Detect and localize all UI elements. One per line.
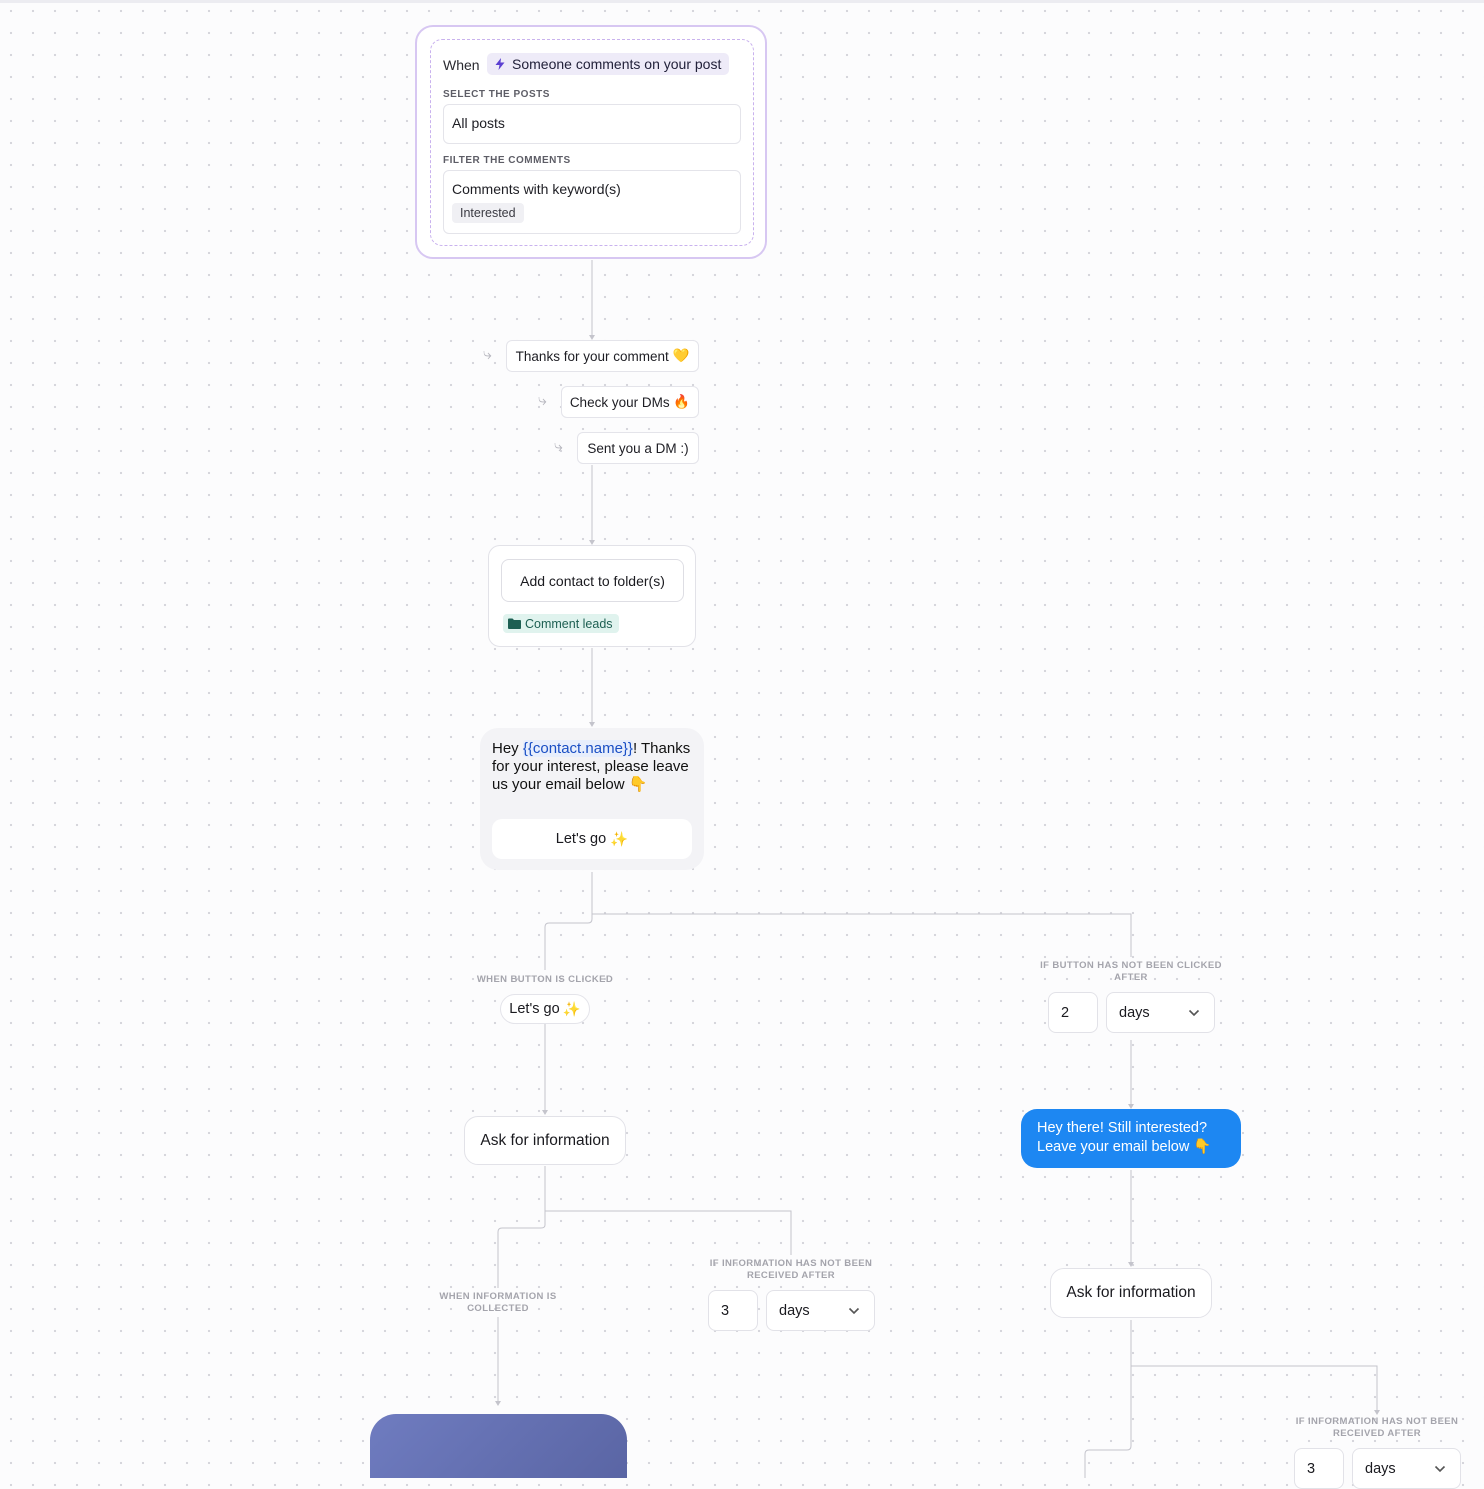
posts-select[interactable]: All posts	[443, 104, 741, 144]
lets-go-button[interactable]: Let's go ✨	[492, 819, 692, 859]
reply-arrow-icon: ⤷	[538, 392, 547, 409]
info-not-received-label: IF INFORMATION HAS NOT BEEN RECEIVED AFT…	[709, 1258, 873, 1281]
keyword-tag[interactable]: Interested	[452, 203, 524, 223]
top-divider	[0, 0, 1484, 3]
ask-for-information-card[interactable]: Ask for information	[1050, 1268, 1212, 1318]
reply-text: Check your DMs	[569, 394, 670, 410]
folder-tag[interactable]: Comment leads	[503, 614, 619, 633]
info-delay-input[interactable]: 3	[708, 1290, 758, 1331]
filter-comments-label: FILTER THE COMMENTS	[443, 155, 571, 166]
reply-chip[interactable]: Check your DMs 🔥	[561, 386, 699, 418]
info-unit-select[interactable]: days	[1352, 1448, 1461, 1489]
trigger-card-inner: When Someone comments on your post SELEC…	[430, 39, 754, 246]
ask-for-information-card[interactable]: Ask for information	[464, 1116, 626, 1165]
point-down-icon: 👇	[1193, 1139, 1212, 1155]
dm-message-card[interactable]: Hey {{contact.name}}! Thanks for your in…	[480, 728, 704, 870]
fire-icon: 🔥	[673, 394, 691, 409]
followup-message-bubble[interactable]: Hey there! Still interested? Leave your …	[1021, 1109, 1241, 1168]
contact-name-variable: {{contact.name}}	[522, 740, 633, 757]
lets-go-label: Let's go	[555, 831, 607, 847]
chevron-down-icon	[1434, 1465, 1446, 1472]
add-to-folder-button[interactable]: Add contact to folder(s)	[501, 559, 684, 602]
chevron-down-icon	[848, 1307, 860, 1314]
yellow-heart-icon: 💛	[672, 348, 690, 363]
trigger-event-pill[interactable]: Someone comments on your post	[487, 53, 730, 75]
dm-body: ! Thanks for your interest, please leave…	[492, 740, 691, 793]
reply-arrow-icon: ⤷	[483, 346, 492, 363]
info-unit-select[interactable]: days	[766, 1290, 875, 1331]
add-to-folder-card[interactable]: Add contact to folder(s) Comment leads	[488, 545, 696, 647]
clicked-button-label: Let's go	[509, 1001, 560, 1017]
sparkles-icon: ✨	[562, 1001, 581, 1018]
comment-filter-value: Comments with keyword(s)	[452, 181, 621, 197]
unit-value: days	[1365, 1460, 1396, 1477]
posts-value: All posts	[452, 115, 505, 131]
unit-value: days	[1119, 1004, 1150, 1021]
when-label: When	[443, 57, 480, 73]
info-delay-input[interactable]: 3	[1294, 1448, 1344, 1489]
point-down-icon: 👇	[628, 776, 648, 793]
next-step-card[interactable]	[370, 1414, 627, 1478]
not-clicked-delay-input[interactable]: 2	[1048, 992, 1098, 1033]
sparkles-icon: ✨	[610, 831, 629, 848]
when-clicked-label: WHEN BUTTON IS CLICKED	[476, 974, 614, 985]
comment-filter-select[interactable]: Comments with keyword(s) Interested	[443, 170, 741, 234]
followup-line-1: Hey there! Still interested?	[1037, 1120, 1208, 1136]
reply-arrow-icon: ⤷	[554, 438, 563, 455]
folder-icon	[508, 618, 521, 629]
dm-message-text: Hey {{contact.name}}! Thanks for your in…	[492, 740, 692, 794]
info-collected-label: WHEN INFORMATION IS COLLECTED	[439, 1291, 557, 1314]
reply-text: Thanks for your comment	[515, 348, 669, 364]
trigger-event-label: Someone comments on your post	[512, 56, 722, 72]
trigger-card[interactable]: When Someone comments on your post SELEC…	[415, 25, 767, 259]
reply-chip[interactable]: Thanks for your comment 💛	[506, 340, 699, 372]
chevron-down-icon	[1188, 1009, 1200, 1016]
unit-value: days	[779, 1302, 810, 1319]
select-posts-label: SELECT THE POSTS	[443, 89, 550, 100]
not-clicked-label: IF BUTTON HAS NOT BEEN CLICKED AFTER	[1040, 960, 1222, 983]
dm-greeting: Hey	[492, 740, 523, 757]
lightning-icon	[495, 58, 505, 70]
not-clicked-unit-select[interactable]: days	[1106, 992, 1215, 1033]
info-not-received-label: IF INFORMATION HAS NOT BEEN RECEIVED AFT…	[1295, 1416, 1459, 1439]
clicked-button-pill[interactable]: Let's go ✨	[500, 994, 590, 1024]
reply-chip[interactable]: Sent you a DM :)	[577, 432, 699, 464]
followup-line-2: Leave your email below	[1037, 1139, 1190, 1155]
followup-line-2-row: Leave your email below 👇	[1037, 1138, 1241, 1157]
reply-text: Sent you a DM :)	[587, 440, 689, 456]
folder-name: Comment leads	[525, 616, 613, 631]
